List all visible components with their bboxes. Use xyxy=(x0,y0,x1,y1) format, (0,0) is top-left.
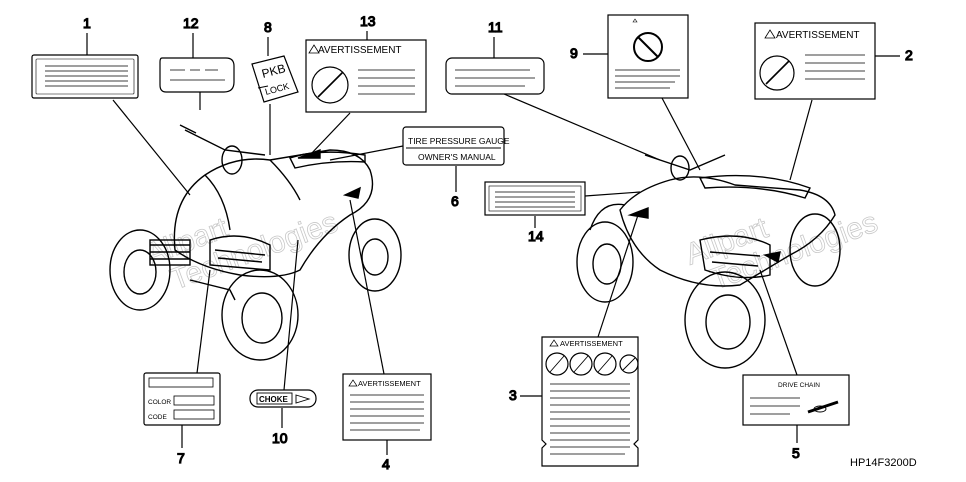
callout-11: 11 xyxy=(488,19,503,35)
watermark-right: Allpart Technologies xyxy=(681,205,883,297)
callout-8: 8 xyxy=(264,19,272,35)
avertissement-text: AVERTISSEMENT xyxy=(318,45,402,56)
callout-7: 7 xyxy=(177,450,185,466)
label-9-prohibition-decal xyxy=(607,14,689,99)
atv-rear-view xyxy=(576,154,841,369)
leader-9-target xyxy=(661,97,701,171)
diagram-code: HP14F3200D xyxy=(850,457,917,469)
color-text: COLOR xyxy=(148,399,171,406)
label-11-decal xyxy=(445,57,545,95)
label-7-color-code-decal: COLOR CODE xyxy=(143,372,221,426)
avertissement-text: AVERTISSEMENT xyxy=(358,379,421,388)
atv-front-view xyxy=(109,124,402,361)
label-2-warning-decal: AVERTISSEMENT xyxy=(754,22,876,100)
label-14-decal xyxy=(484,181,586,216)
callout-4: 4 xyxy=(382,456,390,472)
label-10-choke-decal: CHOKE xyxy=(249,389,317,408)
label-8-parking-brake-decal: PKB LOCK xyxy=(251,55,299,103)
callout-1: 1 xyxy=(83,15,91,31)
callout-13: 13 xyxy=(360,13,376,29)
callout-14: 14 xyxy=(528,228,544,244)
drive-chain-text: DRIVE CHAIN xyxy=(778,382,820,389)
callout-3: 3 xyxy=(509,387,517,403)
label-4-warning-decal: AVERTISSEMENT xyxy=(342,373,432,441)
leader-1-target xyxy=(112,99,191,196)
tire-pressure-text: TIRE PRESSURE GAUGE xyxy=(408,136,510,146)
choke-text: CHOKE xyxy=(259,395,289,404)
label-6-tire-pressure-decal: TIRE PRESSURE GAUGE OWNER'S MANUAL xyxy=(402,126,510,166)
leader-10-target xyxy=(283,239,299,391)
leader-4-target xyxy=(349,199,385,375)
leader-14-target xyxy=(584,191,641,197)
label-5-drive-chain-decal: DRIVE CHAIN xyxy=(742,374,850,426)
callout-10: 10 xyxy=(272,430,288,446)
owners-manual-text: OWNER'S MANUAL xyxy=(418,152,496,162)
avertissement-text: AVERTISSEMENT xyxy=(560,339,623,348)
callout-5: 5 xyxy=(792,445,800,461)
leader-6-target xyxy=(329,145,404,161)
callout-12: 12 xyxy=(183,15,199,31)
leader-3-target xyxy=(597,214,639,338)
leader-7-target xyxy=(196,269,211,374)
label-3-warning-decal: AVERTISSEMENT xyxy=(541,336,639,467)
pkb-text: PKB xyxy=(260,61,287,81)
avertissement-text: AVERTISSEMENT xyxy=(776,30,860,41)
callout-6: 6 xyxy=(451,193,459,209)
lock-text: LOCK xyxy=(264,81,290,97)
callout-9: 9 xyxy=(570,45,578,61)
leader-11-target xyxy=(503,93,661,161)
leader-5-target xyxy=(759,269,798,376)
code-text: CODE xyxy=(148,414,167,421)
leader-2-target xyxy=(789,99,813,181)
label-13-warning-decal: AVERTISSEMENT xyxy=(305,39,427,113)
label-12-decal xyxy=(159,57,235,93)
label-1-decal xyxy=(31,54,139,99)
callout-2: 2 xyxy=(905,47,913,63)
leader-13-target xyxy=(309,112,351,156)
